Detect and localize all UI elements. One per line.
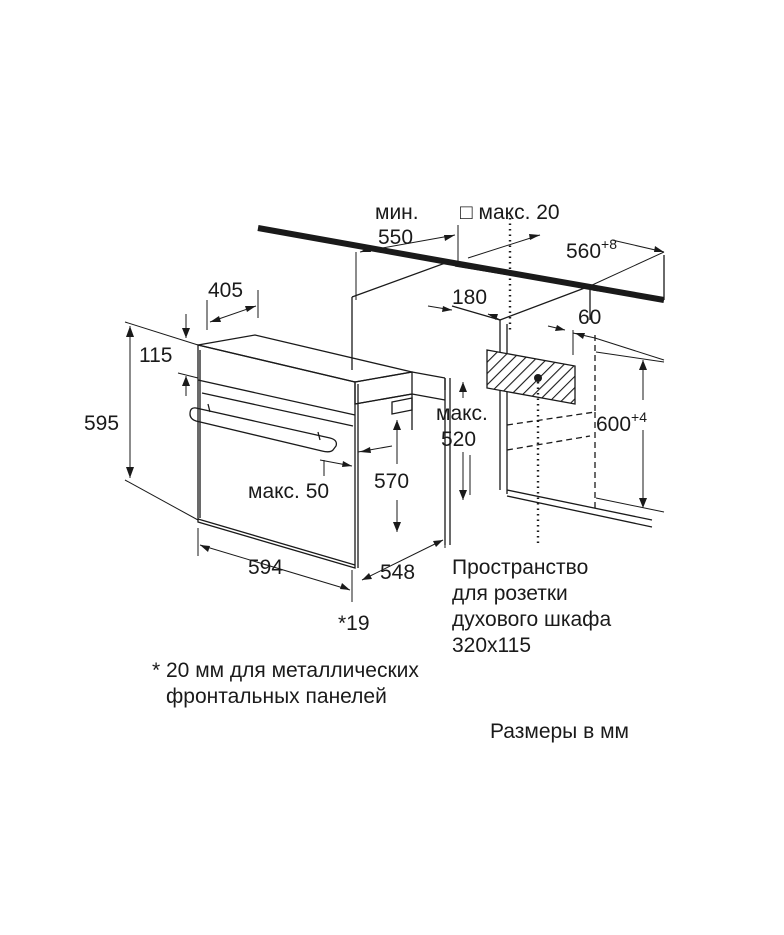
label-594: 594 xyxy=(248,556,284,579)
socket-area xyxy=(486,218,576,545)
label-niche-height: 600+4 xyxy=(596,405,647,437)
label-min: мин. xyxy=(375,201,419,224)
label-180: 180 xyxy=(452,286,488,309)
label-520: 520 xyxy=(441,428,477,451)
units-note: Размеры в мм xyxy=(490,720,629,743)
label-max-prefix: макс. xyxy=(436,402,488,425)
dimension-max-50 xyxy=(319,445,393,476)
label-gap-max-value: макс. 20 xyxy=(478,201,560,224)
socket-note-line3: духового шкафа xyxy=(452,608,612,631)
label-548: 548 xyxy=(380,561,416,584)
dimension-inner-height xyxy=(393,420,401,532)
dimension-max-520 xyxy=(459,382,467,500)
label-front-panel: *19 xyxy=(338,612,370,635)
footnote-line1: * 20 мм для металлических xyxy=(152,659,419,682)
dimension-top-depth xyxy=(206,290,259,330)
dimension-rear-gap xyxy=(427,305,501,321)
footnote-line2: фронтальных панелей xyxy=(166,685,387,708)
dimension-niche-depth xyxy=(355,225,459,300)
label-600: 600 xyxy=(596,413,632,436)
dimension-oven-width xyxy=(197,528,353,602)
dimension-niche-width xyxy=(467,234,665,287)
socket-note-line2: для розетки xyxy=(452,582,568,605)
label-600-tolerance: +4 xyxy=(631,409,648,425)
label-595: 595 xyxy=(84,412,120,435)
dimension-oven-height xyxy=(124,314,199,521)
label-niche-width: 560+8 xyxy=(566,232,617,264)
oven xyxy=(197,334,446,569)
niche-cabinet xyxy=(351,261,665,545)
socket-note-line4: 320x115 xyxy=(452,634,532,657)
label-115: 115 xyxy=(139,344,173,367)
label-560-tolerance: +8 xyxy=(601,236,618,252)
label-gap-max: □ макс. 20 xyxy=(460,201,560,225)
oven-handle xyxy=(189,403,338,453)
label-60: 60 xyxy=(578,306,602,329)
label-560: 560 xyxy=(566,240,602,263)
label-405: 405 xyxy=(208,279,244,302)
label-550: 550 xyxy=(378,226,414,249)
dimension-niche-height xyxy=(595,351,665,513)
label-max-50: макс. 50 xyxy=(248,480,330,503)
dimension-oven-depth xyxy=(361,525,446,581)
dimension-rear-offset xyxy=(547,325,665,361)
socket-note-line1: Пространство xyxy=(452,556,589,579)
label-570: 570 xyxy=(374,470,410,493)
square-icon: □ xyxy=(460,201,473,224)
